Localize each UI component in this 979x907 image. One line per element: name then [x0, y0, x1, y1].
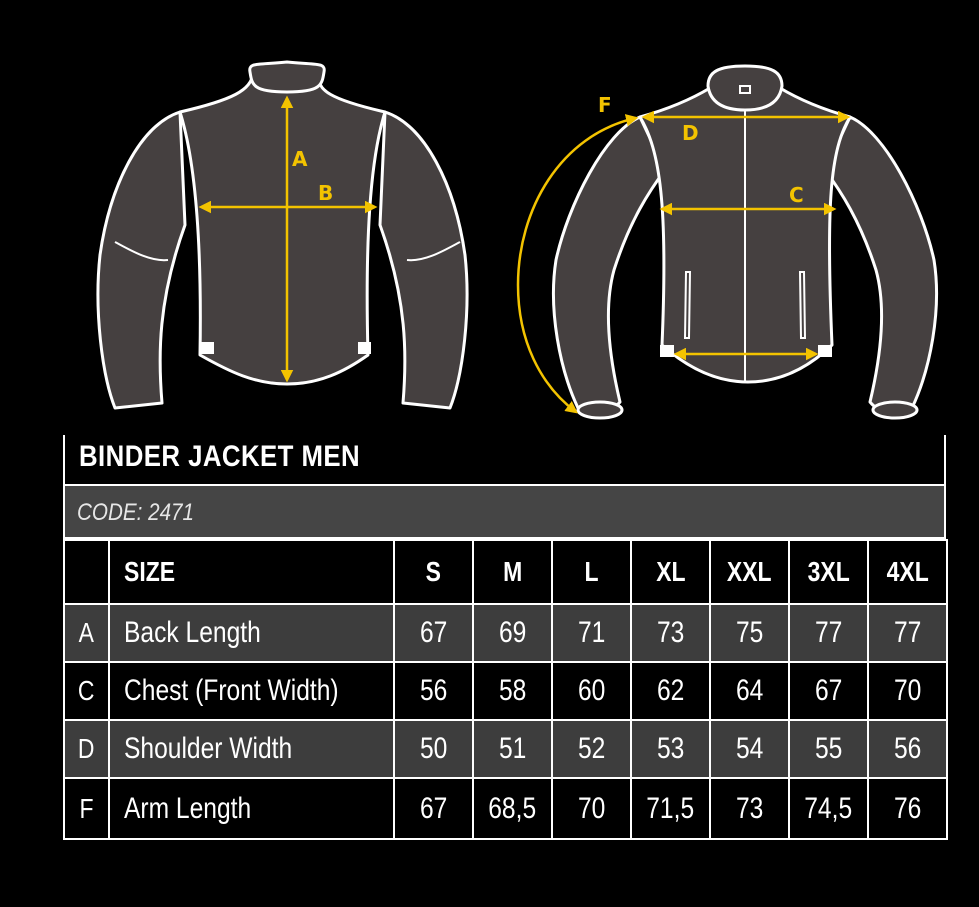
value-cell: 76 — [867, 777, 948, 840]
value-cell: 51 — [472, 719, 553, 779]
size-cell: L — [551, 539, 632, 605]
size-cell: 4XL — [867, 539, 948, 605]
label-a: A — [292, 147, 308, 171]
value-cell: 69 — [472, 603, 553, 663]
value-cell: 67 — [788, 661, 869, 721]
value-cell: 56 — [867, 719, 948, 779]
size-header-cell: SIZE — [108, 539, 395, 605]
size-cell: XXL — [709, 539, 790, 605]
jacket-illustration: A B F D C — [96, 60, 939, 420]
value-cell: 75 — [709, 603, 790, 663]
header-corner-cell — [63, 539, 110, 605]
value-cell: 67 — [393, 603, 474, 663]
value-cell: 53 — [630, 719, 711, 779]
value-cell: 67 — [393, 777, 474, 840]
measure-code-cell: A — [63, 603, 110, 663]
product-code-row: CODE: 2471 — [63, 484, 946, 539]
measure-name-cell: Arm Length — [108, 777, 395, 840]
table-title-row: BINDER JACKET MEN — [63, 435, 946, 484]
measure-name-cell: Back Length — [108, 603, 395, 663]
value-cell: 71,5 — [630, 777, 711, 840]
value-cell: 56 — [393, 661, 474, 721]
table-row: F Arm Length 67 68,5 70 71,5 73 74,5 76 — [63, 777, 948, 840]
label-b: B — [318, 181, 333, 205]
value-cell: 50 — [393, 719, 474, 779]
size-header-row: SIZE S M L XL XXL 3XL 4XL — [63, 539, 948, 605]
label-f: F — [598, 93, 612, 117]
label-d: D — [682, 121, 699, 145]
measure-code-cell: D — [63, 719, 110, 779]
product-code: CODE: 2471 — [77, 499, 195, 526]
table-row: A Back Length 67 69 71 73 75 77 77 — [63, 603, 948, 663]
size-cell: 3XL — [788, 539, 869, 605]
value-cell: 62 — [630, 661, 711, 721]
table-row: D Shoulder Width 50 51 52 53 54 55 56 — [63, 719, 948, 779]
value-cell: 77 — [867, 603, 948, 663]
value-cell: 71 — [551, 603, 632, 663]
measure-name-cell: Shoulder Width — [108, 719, 395, 779]
value-cell: 68,5 — [472, 777, 553, 840]
value-cell: 70 — [551, 777, 632, 840]
value-cell: 77 — [788, 603, 869, 663]
label-c: C — [789, 183, 804, 207]
measure-code-cell: C — [63, 661, 110, 721]
size-table: SIZE S M L XL XXL 3XL 4XL A Back Length … — [63, 539, 948, 840]
value-cell: 54 — [709, 719, 790, 779]
value-cell: 55 — [788, 719, 869, 779]
table-title: BINDER JACKET MEN — [79, 440, 361, 473]
value-cell: 58 — [472, 661, 553, 721]
value-cell: 70 — [867, 661, 948, 721]
value-cell: 73 — [630, 603, 711, 663]
size-cell: M — [472, 539, 553, 605]
value-cell: 60 — [551, 661, 632, 721]
table-row: C Chest (Front Width) 56 58 60 62 64 67 … — [63, 661, 948, 721]
jacket-back-view: A B — [96, 60, 469, 410]
size-chart: BINDER JACKET MEN CODE: 2471 SIZE S M L … — [63, 435, 948, 850]
size-cell: XL — [630, 539, 711, 605]
value-cell: 64 — [709, 661, 790, 721]
jacket-front-view: F D C — [516, 64, 939, 420]
value-cell: 73 — [709, 777, 790, 840]
value-cell: 74,5 — [788, 777, 869, 840]
value-cell: 52 — [551, 719, 632, 779]
size-cell: S — [393, 539, 474, 605]
measure-code-cell: F — [63, 777, 110, 840]
measure-name-cell: Chest (Front Width) — [108, 661, 395, 721]
